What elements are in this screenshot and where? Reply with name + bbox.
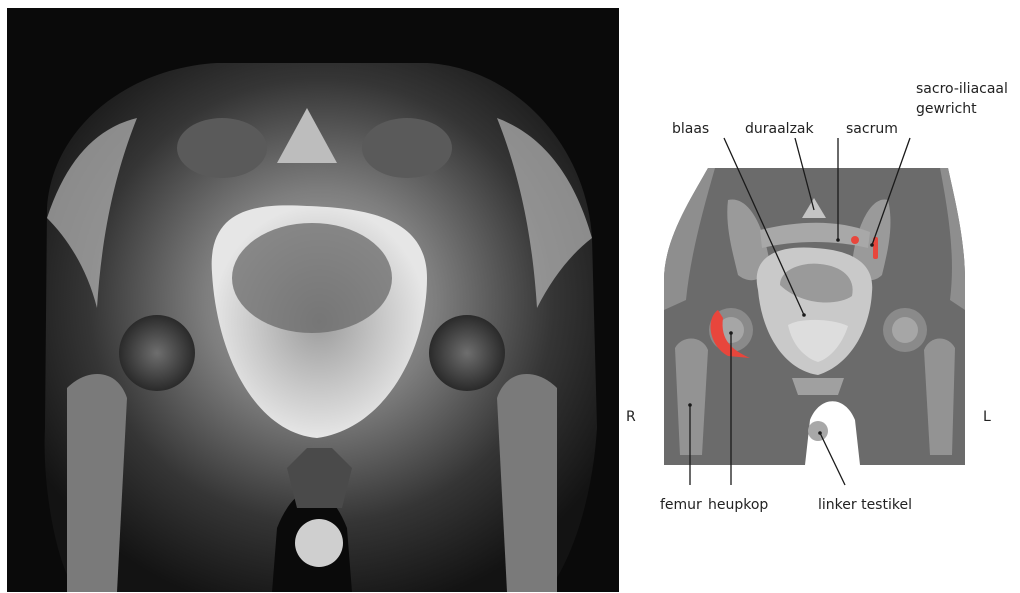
- label-duraalzak: duraalzak: [745, 121, 814, 137]
- label-femur: femur: [660, 497, 702, 513]
- diagram-femoral-head-left: [892, 317, 918, 343]
- diagram-sacrum-highlight: [851, 236, 859, 244]
- mri-femur-right: [67, 374, 127, 592]
- anatomy-diagram: blaas duraalzak sacrum sacro-iliacaal ge…: [620, 0, 1020, 593]
- mri-image: [7, 8, 619, 592]
- leader-femur-dot: [688, 403, 692, 407]
- diagram-pubis: [792, 378, 844, 395]
- label-linker-testikel: linker testikel: [818, 497, 912, 513]
- leader-heupkop-dot: [729, 331, 733, 335]
- mri-femoral-head-right: [119, 315, 195, 391]
- leader-blaas-dot: [802, 313, 806, 317]
- mri-testicle: [295, 519, 343, 567]
- leader-sacrum-dot: [836, 238, 840, 242]
- leader-sacro-iliacaal-dot: [870, 243, 874, 247]
- mri-femur-left: [497, 374, 557, 592]
- label-side-right: R: [626, 409, 636, 425]
- leader-linker-testikel: [820, 433, 845, 485]
- label-heupkop: heupkop: [708, 497, 768, 513]
- mri-iliac-right: [177, 118, 267, 178]
- label-sacro-iliacaal-line2: gewricht: [916, 101, 977, 117]
- leader-linker-testikel-dot: [818, 431, 822, 435]
- label-blaas: blaas: [672, 121, 709, 137]
- mri-femoral-head-left: [429, 315, 505, 391]
- label-side-left: L: [983, 409, 991, 425]
- mri-bladder-content: [232, 223, 392, 333]
- mri-iliac-left: [362, 118, 452, 178]
- label-sacrum: sacrum: [846, 121, 898, 137]
- diagram-testicle: [808, 421, 828, 441]
- label-sacro-iliacaal-line1: sacro-iliacaal: [916, 81, 1008, 97]
